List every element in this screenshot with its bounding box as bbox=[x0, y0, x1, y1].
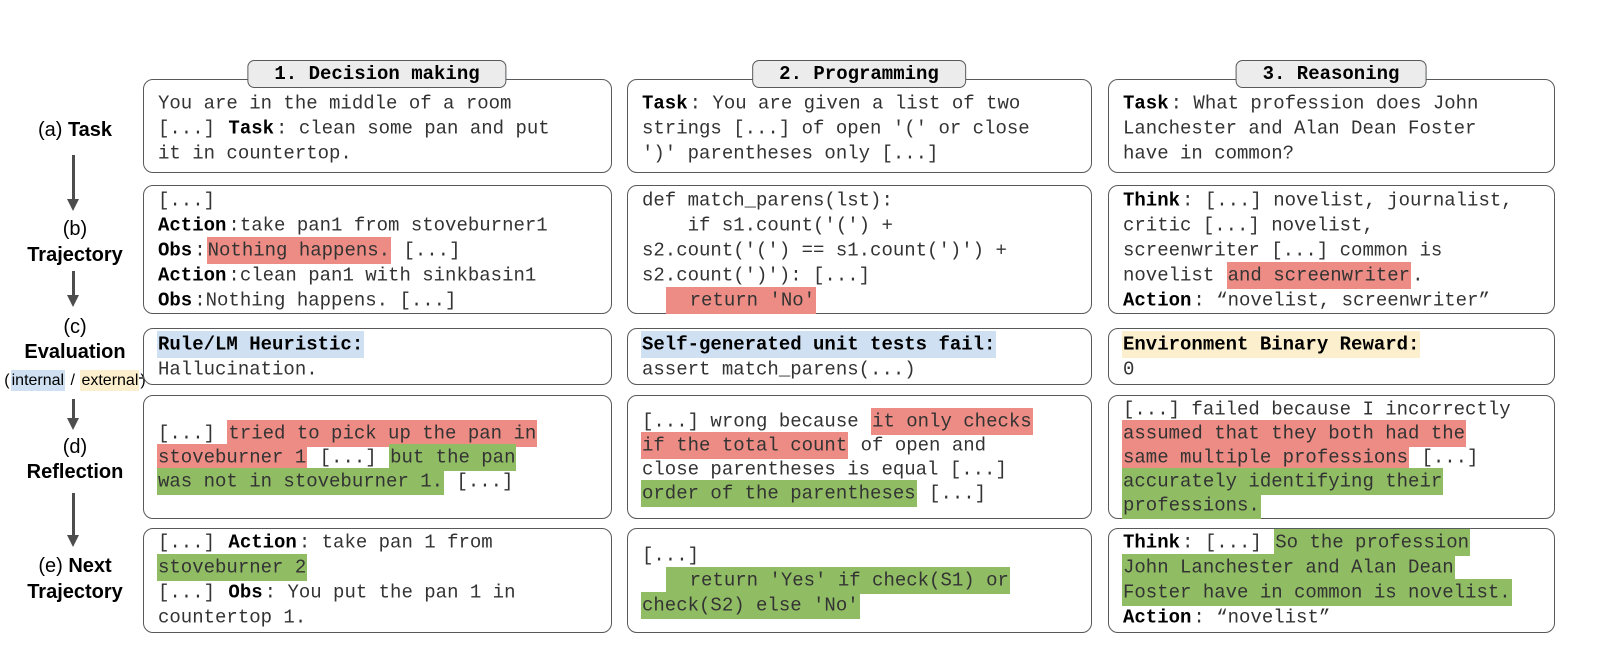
programming-trajectory-box: def match_parens(lst): if s1.count('(') … bbox=[627, 185, 1092, 314]
stage-name-evaluation: Evaluation bbox=[24, 341, 126, 363]
column-header-decision-making: 1. Decision making bbox=[247, 60, 507, 88]
stage-letter-c: (c) bbox=[63, 316, 87, 338]
stage-name-reflection: Reflection bbox=[26, 461, 124, 483]
evaluation-internal-external-note: (internal / external) bbox=[4, 370, 146, 391]
flow-arrow-4 bbox=[67, 493, 79, 547]
column-header-reasoning: 3. Reasoning bbox=[1235, 60, 1427, 88]
programming-evaluation-box: Self-generated unit tests fail:assert ma… bbox=[627, 328, 1092, 385]
stage-letter-a: (a) bbox=[37, 119, 68, 141]
decision-making-evaluation-box: Rule/LM Heuristic:Hallucination. bbox=[143, 328, 612, 385]
stage-name-next: Next bbox=[68, 555, 112, 577]
decision-making-task-box: You are in the middle of a room[...] Tas… bbox=[143, 79, 612, 173]
stage-name-trajectory: Trajectory bbox=[27, 244, 123, 266]
stage-letter-d: (d) bbox=[62, 436, 88, 458]
stage-label-next: (e) Next bbox=[0, 553, 150, 579]
flow-arrow-3 bbox=[67, 399, 79, 430]
stage-label-task: (a) Task bbox=[0, 117, 150, 143]
column-header-programming: 2. Programming bbox=[752, 60, 966, 88]
stage-letter-e: (e) bbox=[38, 555, 69, 577]
reasoning-trajectory-box: Think: [...] novelist, journalist,critic… bbox=[1108, 185, 1555, 314]
stage-letter-b: (b) bbox=[62, 218, 88, 240]
flow-arrow-2 bbox=[67, 271, 79, 307]
stage-name-task: Task bbox=[67, 119, 113, 141]
reasoning-evaluation-box: Environment Binary Reward:0 bbox=[1108, 328, 1555, 385]
stage-name-next-trajectory: Trajectory bbox=[27, 581, 123, 603]
flow-arrow-1 bbox=[67, 155, 79, 211]
